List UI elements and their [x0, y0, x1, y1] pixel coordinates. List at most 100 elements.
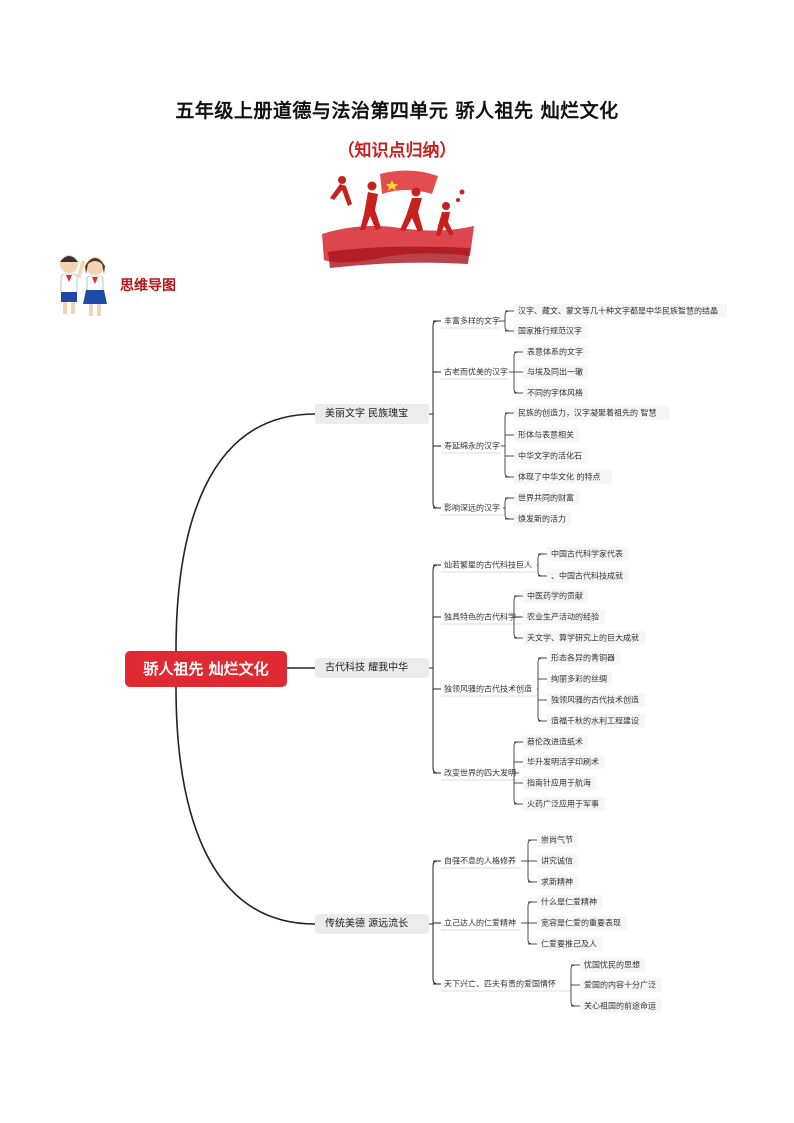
- leaf-node-label: 求新精神: [541, 877, 573, 887]
- topic-node-label: 寿延绵永的汉字: [444, 441, 500, 451]
- page-subtitle: （知识点归纳）: [337, 141, 457, 161]
- running-figures-banner-icon: [322, 170, 474, 268]
- connector-line: [513, 741, 519, 805]
- branch-node: [315, 658, 429, 678]
- root-node-label: 骄人祖先 灿烂文化: [143, 660, 268, 678]
- topic-node-label: 独领风骚的古代技术创造: [444, 684, 532, 694]
- leaf-node-label: 农业生产活动的经验: [527, 612, 599, 622]
- leaf-node: [580, 978, 662, 992]
- leaf-node: [523, 631, 646, 645]
- leaf-node-label: 独领风骚的古代技术创造: [551, 695, 639, 705]
- leaf-node-label: 中国古代科学家代表: [551, 549, 623, 559]
- leaf-node-label: 不同的字体风格: [527, 388, 583, 398]
- leaf-node: [523, 610, 605, 624]
- leaf-node: [523, 365, 589, 379]
- leaf-node-label: 体现了中华文化 的特点: [518, 472, 601, 482]
- leaf-node-label: 、中国古代科技成就: [551, 571, 623, 581]
- leaf-node: [537, 854, 578, 868]
- leaf-node-label: 世界共同的财富: [518, 493, 574, 503]
- leaf-node-label: 绚丽多彩的丝绸: [551, 674, 607, 684]
- leaf-node: [580, 999, 662, 1013]
- leaf-node-label: 火药广泛应用于军事: [527, 799, 599, 809]
- topic-node-label: 自强不息的人格修养: [444, 856, 516, 866]
- leaf-node-label: 讲究诚信: [541, 856, 573, 866]
- leaf-node-label: 汉字、藏文、蒙文等几十种文字都是中华民族智慧的结晶: [518, 306, 718, 316]
- topic-node-label: 改变世界的四大发明: [444, 768, 516, 778]
- leaf-node: [523, 386, 589, 400]
- connector-line: [570, 964, 576, 1007]
- leaf-node: [523, 735, 589, 749]
- topic-node-label: 天下兴亡、匹夫有责的爱国情怀: [444, 979, 556, 989]
- leaf-node-label: 表意体系的文字: [527, 347, 583, 357]
- connector-line: [537, 657, 543, 722]
- connector-line: [175, 686, 316, 925]
- leaf-node-label: 关心祖国的前途命运: [584, 1001, 656, 1011]
- connector-line: [432, 320, 438, 509]
- leaf-node: [523, 797, 605, 811]
- leaf-node-label: 宽容是仁爱的重要表现: [541, 918, 621, 928]
- leaf-node-label: 指南针应用于航海: [527, 778, 591, 788]
- topic-node-label: 丰富多样的文字: [444, 316, 500, 326]
- leaf-node: [547, 569, 629, 583]
- leaf-node-label: 天文学、算学研究上的巨大成就: [527, 633, 639, 643]
- branch-node: [315, 914, 429, 934]
- leaf-node: [514, 449, 588, 463]
- leaf-node-label: 中华文字的活化石: [518, 451, 582, 461]
- leaf-node-label: 忧国忧民的思想: [584, 960, 640, 970]
- leaf-node: [514, 406, 670, 420]
- branch-node-label: 美丽文字 民族瑰宝: [325, 407, 408, 420]
- branch-node: [315, 404, 429, 424]
- leaf-node: [580, 958, 646, 972]
- leaf-node-label: 毕升发明活字印刷术: [527, 757, 599, 767]
- leaf-node: [547, 672, 613, 686]
- leaf-node-label: 仁爱要推己及人: [541, 939, 597, 949]
- leaf-node: [537, 875, 578, 889]
- leaf-node: [514, 428, 580, 442]
- leaf-node-label: 中医药学的贡献: [527, 591, 583, 601]
- connector-line: [504, 310, 510, 332]
- leaf-node-label: 民族的创造力，汉字凝聚着祖先的 智慧: [518, 408, 657, 418]
- leaf-node: [547, 651, 621, 665]
- page-title: 五年级上册道德与法治第四单元 骄人祖先 灿烂文化: [175, 100, 619, 122]
- connector-line: [432, 564, 438, 774]
- topic-node-label: 影响深远的汉字: [444, 503, 500, 513]
- leaf-node-label: 形体与表意相关: [518, 430, 574, 440]
- leaf-node-label: 蔡伦改进造纸术: [527, 737, 583, 747]
- leaf-node: [523, 755, 605, 769]
- leaf-node: [514, 512, 572, 526]
- leaf-node: [514, 491, 580, 505]
- leaf-node-label: 崇尚气节: [541, 835, 573, 845]
- connector-line: [504, 412, 510, 478]
- leaf-node-label: 什么是仁爱精神: [541, 897, 597, 907]
- leaf-node: [514, 324, 588, 338]
- leaf-node: [537, 916, 627, 930]
- connector-line: [537, 553, 543, 577]
- connector-line: [175, 413, 316, 652]
- branch-node-label: 古代科技 耀我中华: [325, 661, 408, 674]
- leaf-node-label: 与埃及同出一辙: [527, 367, 583, 377]
- leaf-node-label: 形态各异的青铜器: [551, 653, 615, 663]
- leaf-node: [514, 470, 613, 484]
- leaf-node: [523, 345, 589, 359]
- leaf-node: [547, 693, 646, 707]
- connector-line: [513, 351, 519, 394]
- leaf-node: [537, 833, 578, 847]
- leaf-node: [523, 589, 589, 603]
- leaf-node: [514, 304, 727, 318]
- saluting-kids-icon: [60, 255, 107, 316]
- topic-node-label: 立己达人的仁爱精神: [444, 918, 516, 928]
- leaf-node: [537, 895, 603, 909]
- mind-map-section-label: 思维导图: [120, 278, 176, 294]
- leaf-node: [537, 937, 603, 951]
- leaf-node-label: 焕发新的活力: [518, 514, 566, 524]
- leaf-node-label: 爱国的内容十分广泛: [584, 980, 656, 990]
- branch-node-label: 传统美德 源远流长: [325, 917, 408, 930]
- leaf-node: [523, 776, 597, 790]
- topic-node-label: 独具特色的古代科学: [444, 612, 516, 622]
- topic-node-label: 古老而优美的汉字: [444, 367, 508, 377]
- topic-node-label: 灿若繁星的古代科技巨人: [444, 560, 532, 570]
- leaf-node-label: 造福千秋的水利工程建设: [551, 716, 639, 726]
- leaf-node: [547, 547, 629, 561]
- leaf-node-label: 国家推行规范汉字: [518, 326, 582, 336]
